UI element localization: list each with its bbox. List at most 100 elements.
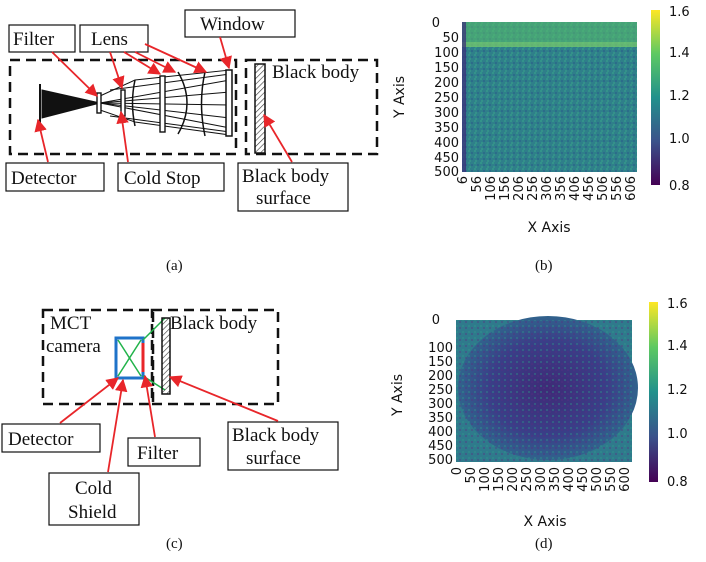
x-tick-d: 600 <box>618 467 633 492</box>
x-tick-b: 356 <box>554 176 569 201</box>
x-tick-b: 156 <box>498 176 513 201</box>
y-tick-d: 100 <box>428 341 453 356</box>
y-tick-d: 500 <box>428 453 453 468</box>
black-body-surface <box>254 63 266 154</box>
x-tick-b: 206 <box>512 176 527 201</box>
cold-stop-label: Cold Stop <box>124 168 201 189</box>
black-body-box-c <box>150 308 280 406</box>
x-tick-d: 0 <box>450 467 465 475</box>
mct-label-line2: camera <box>46 336 101 357</box>
cold-shield-diagram <box>114 317 166 391</box>
heatmap-b-top-band <box>462 22 637 42</box>
y-tick-b: 150 <box>434 61 459 76</box>
optical-system <box>39 69 233 137</box>
x-tick-d: 150 <box>492 467 507 492</box>
y-tick-b: 400 <box>434 136 459 151</box>
black-body-surface-label-box <box>237 162 349 212</box>
y-tick-b: 450 <box>434 151 459 166</box>
heatmap-b-top-edge <box>462 42 637 47</box>
colorbar-tick-d: 1.0 <box>667 427 688 442</box>
black-body-box <box>244 58 379 156</box>
black-body-surface-label-c-line1: Black body <box>232 425 320 446</box>
detector-label: Detector <box>11 168 77 189</box>
panel-c: MCT camera Black body Detector Filter Co… <box>1 308 339 552</box>
window-label-box <box>184 9 296 38</box>
x-ticks-b: 6 56 106 156 206 256 306 356 406 456 506… <box>456 176 639 201</box>
x-tick-d: 550 <box>604 467 619 492</box>
x-tick-b: 256 <box>526 176 541 201</box>
cold-shield-label-line2: Shield <box>68 502 117 523</box>
x-tick-b: 506 <box>596 176 611 201</box>
y-tick-d: 350 <box>428 411 453 426</box>
y-axis-label-b: Y Axis <box>392 76 408 119</box>
y-axis-label-d: Y Axis <box>390 374 406 417</box>
colorbar-d <box>649 302 658 482</box>
x-tick-d: 300 <box>534 467 549 492</box>
x-ticks-d: 0 50 100 150 200 250 300 350 400 450 500… <box>450 467 633 492</box>
lens-label: Lens <box>91 29 128 50</box>
detector-label-box-c <box>1 423 101 453</box>
x-axis-label-d: X Axis <box>523 514 566 530</box>
y-tick-b: 0 <box>432 16 440 31</box>
y-tick-d: 200 <box>428 369 453 384</box>
y-tick-d: 400 <box>428 425 453 440</box>
black-body-label-c: Black body <box>170 313 258 334</box>
x-tick-b: 306 <box>540 176 555 201</box>
colorbar-tick-b: 1.0 <box>669 132 690 147</box>
cold-shield-label-box <box>48 472 140 526</box>
x-tick-b: 6 <box>456 176 471 184</box>
black-body-surface-label-box-c <box>227 421 339 471</box>
annotation-arrows-a <box>34 36 293 163</box>
y-tick-d: 150 <box>428 355 453 370</box>
x-axis-label-b: X Axis <box>527 220 570 236</box>
x-tick-d: 250 <box>520 467 535 492</box>
x-tick-d: 100 <box>478 467 493 492</box>
x-tick-d: 450 <box>576 467 591 492</box>
black-body-surface-label-line2: surface <box>256 188 311 209</box>
window-label: Window <box>200 14 265 35</box>
y-tick-d: 0 <box>432 313 440 328</box>
black-body-surface-c <box>161 317 171 395</box>
detector-label-c: Detector <box>8 429 74 450</box>
mct-label-line1: MCT <box>50 313 92 334</box>
camera-box <box>8 58 238 156</box>
x-tick-b: 606 <box>624 176 639 201</box>
filter-label: Filter <box>13 29 55 50</box>
y-ticks-b: 0 50 100 150 200 250 300 350 400 450 500 <box>432 16 459 180</box>
black-body-surface-label-c-line2: surface <box>246 448 301 469</box>
x-tick-b: 406 <box>568 176 583 201</box>
caption-d: (d) <box>535 536 553 552</box>
panel-b: 0 50 100 150 200 250 300 350 400 450 500… <box>392 5 690 274</box>
x-tick-d: 350 <box>548 467 563 492</box>
y-ticks-d: 0 100 150 200 250 300 350 400 450 500 <box>428 313 453 468</box>
colorbar-tick-b: 1.6 <box>669 5 690 20</box>
colorbar-tick-b: 1.4 <box>669 46 690 61</box>
y-tick-b: 300 <box>434 106 459 121</box>
y-tick-b: 250 <box>434 91 459 106</box>
y-tick-d: 300 <box>428 397 453 412</box>
lens-label-box <box>79 24 149 53</box>
filter-label-box-c <box>127 437 201 467</box>
heatmap-b-left-edge <box>462 22 466 172</box>
colorbar-tick-d: 1.6 <box>667 297 688 312</box>
y-tick-b: 50 <box>442 31 459 46</box>
y-tick-b: 350 <box>434 121 459 136</box>
x-tick-d: 500 <box>590 467 605 492</box>
colorbar-b <box>651 10 660 185</box>
annotation-arrows-c <box>59 374 279 473</box>
black-body-surface-label-line1: Black body <box>242 166 330 187</box>
x-tick-d: 200 <box>506 467 521 492</box>
caption-c: (c) <box>166 536 183 552</box>
heatmap-d-noise <box>456 320 632 462</box>
filter-label-c: Filter <box>137 443 179 464</box>
colorbar-tick-b: 0.8 <box>669 179 690 194</box>
x-tick-b: 106 <box>484 176 499 201</box>
colorbar-tick-b: 1.2 <box>669 89 690 104</box>
colorbar-tick-d: 1.2 <box>667 383 688 398</box>
colorbar-tick-d: 0.8 <box>667 475 688 490</box>
caption-a: (a) <box>166 258 183 274</box>
x-tick-b: 56 <box>470 176 485 193</box>
caption-b: (b) <box>535 258 553 274</box>
y-tick-b: 500 <box>434 165 459 180</box>
